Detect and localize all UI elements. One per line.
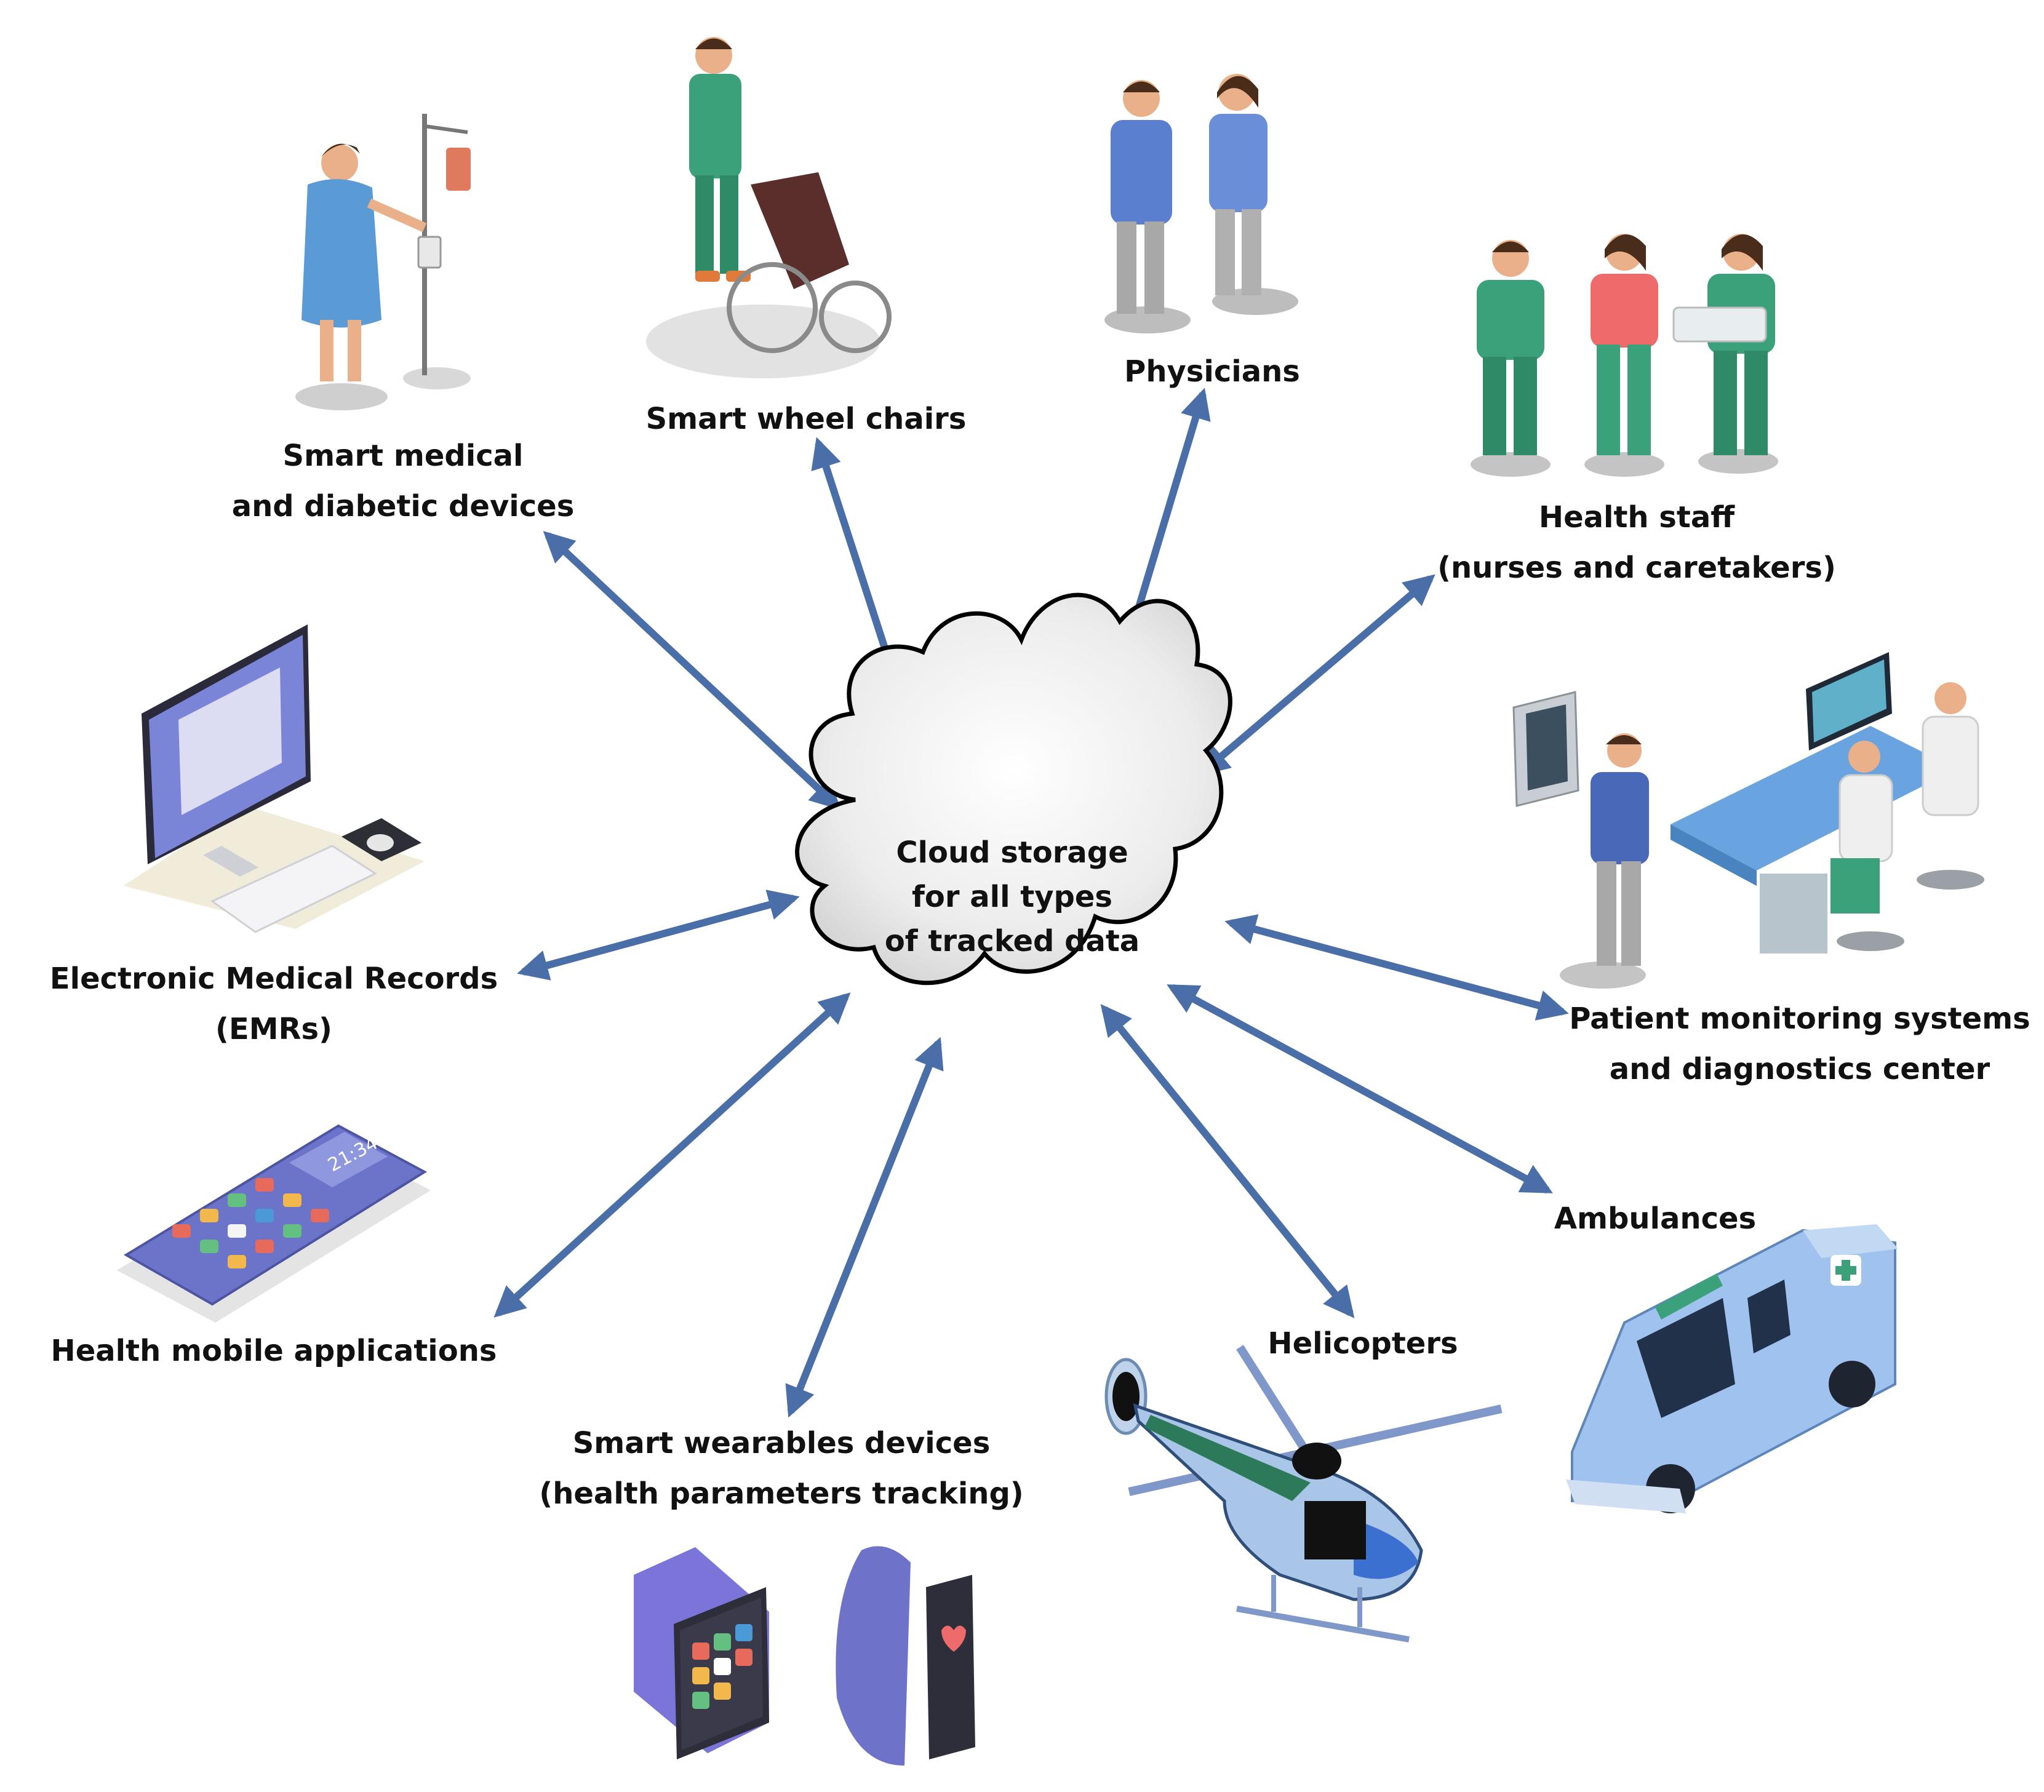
node-label-physicians: Physicians: [1124, 346, 1300, 397]
physicians-line-1: Physicians: [1124, 354, 1300, 389]
helicopters-line-1: Helicopters: [1268, 1326, 1458, 1361]
arrow-monitoring: [1224, 914, 1569, 1021]
node-label-emr: Electronic Medical Records (EMRs): [50, 954, 498, 1054]
nurses-icon: [1471, 234, 1778, 477]
hub-line-2: for all types: [912, 880, 1112, 914]
smartwatch-icon: [634, 1546, 975, 1766]
cloud-icon: [795, 592, 1232, 986]
node-label-mobile-apps: Health mobile applications: [51, 1326, 497, 1376]
emr-line-2: (EMRs): [215, 1012, 332, 1046]
app-grid: [172, 1178, 329, 1268]
arrow-emr: [517, 890, 800, 981]
node-label-wearables: Smart wearables devices (health paramete…: [539, 1418, 1023, 1519]
diagnostics-center-icon: [1512, 652, 1984, 989]
node-label-ambulances: Ambulances: [1554, 1193, 1756, 1244]
arrow-mobile-apps: [493, 992, 851, 1318]
ambulance-icon: [1566, 1224, 1898, 1513]
arrow-medical-devices: [543, 531, 842, 810]
monitoring-line-2: and diagnostics center: [1609, 1052, 1990, 1086]
desktop-computer-icon: [123, 624, 425, 933]
medical-devices-line-1: Smart medical: [282, 439, 524, 473]
smartphone-icon: 21:34: [117, 1124, 431, 1323]
monitoring-line-1: Patient monitoring systems: [1569, 1002, 2030, 1036]
node-label-monitoring: Patient monitoring systems and diagnosti…: [1569, 994, 2030, 1094]
hub-line-1: Cloud storage: [896, 835, 1128, 870]
iv-stand-patient-icon: [295, 114, 471, 410]
wheelchair-icon: [646, 37, 892, 378]
health-staff-line-1: Health staff: [1538, 500, 1735, 535]
emr-line-1: Electronic Medical Records: [49, 962, 498, 996]
wearables-line-2: (health parameters tracking): [539, 1476, 1024, 1511]
arrow-wearables: [785, 1037, 944, 1418]
arrow-health-staff: [1198, 574, 1435, 776]
mobile-apps-line-1: Health mobile applications: [50, 1334, 497, 1368]
helicopter-icon: [1104, 1345, 1503, 1643]
medical-devices-line-2: and diabetic devices: [231, 489, 575, 524]
health-staff-line-2: (nurses and caretakers): [1437, 551, 1836, 585]
node-label-medical-devices: Smart medical and diabetic devices: [232, 431, 575, 532]
physicians-icon: [1104, 74, 1298, 333]
hub-label: Cloud storage for all types of tracked d…: [885, 830, 1140, 963]
node-label-wheel-chairs: Smart wheel chairs: [646, 394, 967, 444]
arrow-ambulances: [1167, 984, 1553, 1194]
hub-line-3: of tracked data: [884, 924, 1140, 958]
node-label-health-staff: Health staff (nurses and caretakers): [1437, 492, 1836, 593]
arrow-helicopters: [1100, 1004, 1355, 1318]
ambulances-line-1: Ambulances: [1554, 1201, 1757, 1236]
wearables-line-1: Smart wearables devices: [572, 1426, 991, 1460]
wheel-chairs-line-1: Smart wheel chairs: [645, 402, 967, 436]
node-label-helicopters: Helicopters: [1268, 1318, 1458, 1369]
